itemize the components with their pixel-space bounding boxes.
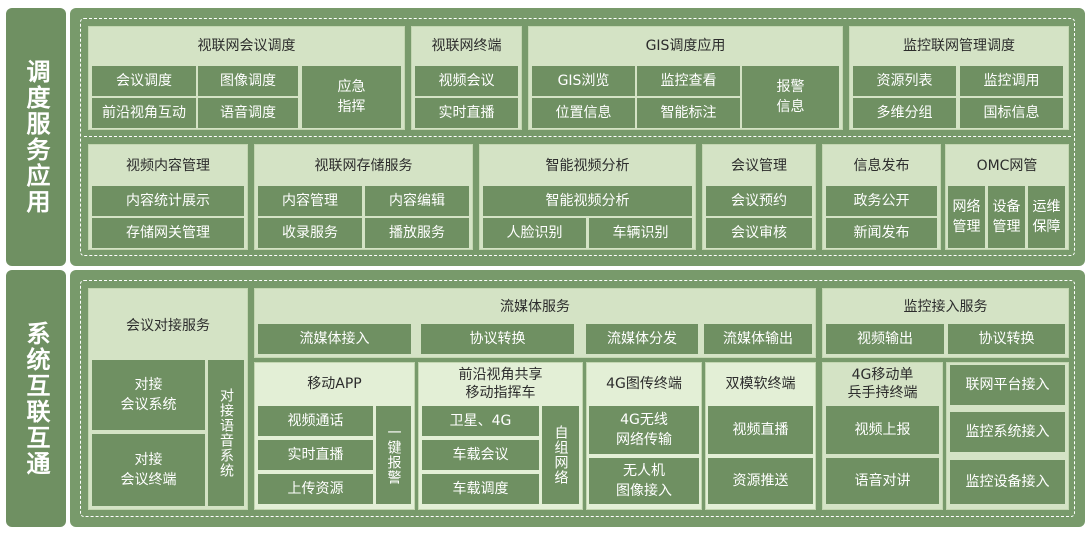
box-content-stats: 内容统计展示 xyxy=(92,186,244,216)
group-title-meeting-mgmt: 会议管理 xyxy=(731,158,787,174)
box-content-edit: 内容编辑 xyxy=(365,186,469,216)
box-playback-service: 播放服务 xyxy=(365,218,469,248)
group-title-omc: OMC网管 xyxy=(976,158,1038,174)
box-smart-annotation: 智能标注 xyxy=(637,98,740,128)
group-title-info-publish: 信息发布 xyxy=(853,158,910,174)
group-title-streaming: 流媒体服务 xyxy=(500,299,570,315)
group-title-monitor-mgmt: 监控联网管理调度 xyxy=(903,38,1015,54)
section-label-dispatch: 调度服务应用 xyxy=(6,8,66,266)
group-title-meeting-dispatch: 视联网会议调度 xyxy=(197,38,296,54)
box-image-dispatch: 图像调度 xyxy=(198,66,298,96)
box-content-mgmt: 内容管理 xyxy=(258,186,362,216)
box-monitor-device-access: 监控设备接入 xyxy=(950,460,1065,504)
box-video-output: 视频输出 xyxy=(826,324,944,354)
box-resource-push: 资源推送 xyxy=(708,458,813,504)
box-multi-group: 多维分组 xyxy=(853,98,956,128)
box-dock-voice-system: 对接语音系统 xyxy=(208,360,244,506)
group-title-storage: 视联网存储服务 xyxy=(314,158,413,174)
box-location-info: 位置信息 xyxy=(532,98,635,128)
box-dock-meeting-system: 对接 会议系统 xyxy=(92,360,205,430)
box-device-mgmt: 设备 管理 xyxy=(988,186,1025,248)
group-title-single-soldier: 4G移动单 兵手持终端 xyxy=(847,367,918,401)
box-stream-output: 流媒体输出 xyxy=(704,324,812,354)
box-ops-support: 运维 保障 xyxy=(1028,186,1065,248)
group-title-4g-transfer: 4G图传终端 xyxy=(606,376,682,392)
box-video-report: 视频上报 xyxy=(826,406,939,454)
box-storage-gateway: 存储网关管理 xyxy=(92,218,244,248)
box-resource-list: 资源列表 xyxy=(853,66,956,96)
box-dual-live: 视频直播 xyxy=(708,406,813,454)
box-network-mgmt: 网络 管理 xyxy=(948,186,985,248)
box-gb-info: 国标信息 xyxy=(960,98,1063,128)
box-frontline-interaction: 前沿视角互动 xyxy=(92,98,196,128)
box-4g-wireless: 4G无线 网络传输 xyxy=(589,406,699,454)
box-smart-analysis: 智能视频分析 xyxy=(483,186,692,216)
group-title-monitor-access: 监控接入服务 xyxy=(903,299,988,315)
box-meeting-dispatch: 会议调度 xyxy=(92,66,196,96)
box-monitor-protocol: 协议转换 xyxy=(948,324,1065,354)
box-vehicle-recognition: 车辆识别 xyxy=(589,218,692,248)
box-video-call: 视频通话 xyxy=(258,406,373,436)
box-face-recognition: 人脸识别 xyxy=(483,218,586,248)
box-alarm-info: 报警 信息 xyxy=(742,66,839,128)
group-title-command-vehicle: 前沿视角共享 移动指挥车 xyxy=(458,367,543,401)
box-video-conference: 视频会议 xyxy=(415,66,518,96)
box-upload-resource: 上传资源 xyxy=(258,474,373,504)
group-title-video-analysis: 智能视频分析 xyxy=(545,158,630,174)
box-voice-talk: 语音对讲 xyxy=(826,458,939,504)
box-monitor-view: 监控查看 xyxy=(637,66,740,96)
group-title-mobile-app: 移动APP xyxy=(307,376,362,392)
box-vehicle-meeting: 车载会议 xyxy=(422,440,539,470)
box-one-key-alarm: 一键报警 xyxy=(376,406,411,504)
box-app-live: 实时直播 xyxy=(258,440,373,470)
box-ad-hoc-network: 自组网络 xyxy=(542,406,579,504)
box-meeting-booking: 会议预约 xyxy=(706,186,812,216)
interconnect-panel-border xyxy=(80,280,1075,517)
box-stream-distribute: 流媒体分发 xyxy=(586,324,698,354)
group-title-gis: GIS调度应用 xyxy=(645,38,726,54)
box-stream-ingest: 流媒体接入 xyxy=(258,324,411,354)
box-news-publish: 新闻发布 xyxy=(826,218,937,248)
box-monitor-call: 监控调用 xyxy=(960,66,1063,96)
dispatch-panel-border xyxy=(80,18,1075,256)
group-title-terminal: 视联网终端 xyxy=(431,38,502,54)
box-platform-access: 联网平台接入 xyxy=(950,365,1065,405)
box-gis-browse: GIS浏览 xyxy=(532,66,635,96)
box-stream-protocol: 协议转换 xyxy=(421,324,574,354)
box-voice-dispatch: 语音调度 xyxy=(198,98,298,128)
section-label-interconnect: 系统互联互通 xyxy=(6,270,66,527)
row-separator xyxy=(84,136,1071,137)
box-live-stream: 实时直播 xyxy=(415,98,518,128)
group-title-video-content: 视频内容管理 xyxy=(126,158,210,174)
box-vehicle-dispatch: 车载调度 xyxy=(422,474,539,504)
box-satellite-4g: 卫星、4G xyxy=(422,406,539,436)
box-gov-public: 政务公开 xyxy=(826,186,937,216)
box-meeting-review: 会议审核 xyxy=(706,218,812,248)
group-title-dual-mode: 双模软终端 xyxy=(725,376,796,392)
box-monitor-system-access: 监控系统接入 xyxy=(950,412,1065,452)
box-record-service: 收录服务 xyxy=(258,218,362,248)
group-title-meeting-docking: 会议对接服务 xyxy=(126,318,210,334)
box-drone-access: 无人机 图像接入 xyxy=(589,458,699,504)
box-dock-meeting-terminal: 对接 会议终端 xyxy=(92,434,205,506)
box-emergency-command: 应急 指挥 xyxy=(302,66,401,128)
